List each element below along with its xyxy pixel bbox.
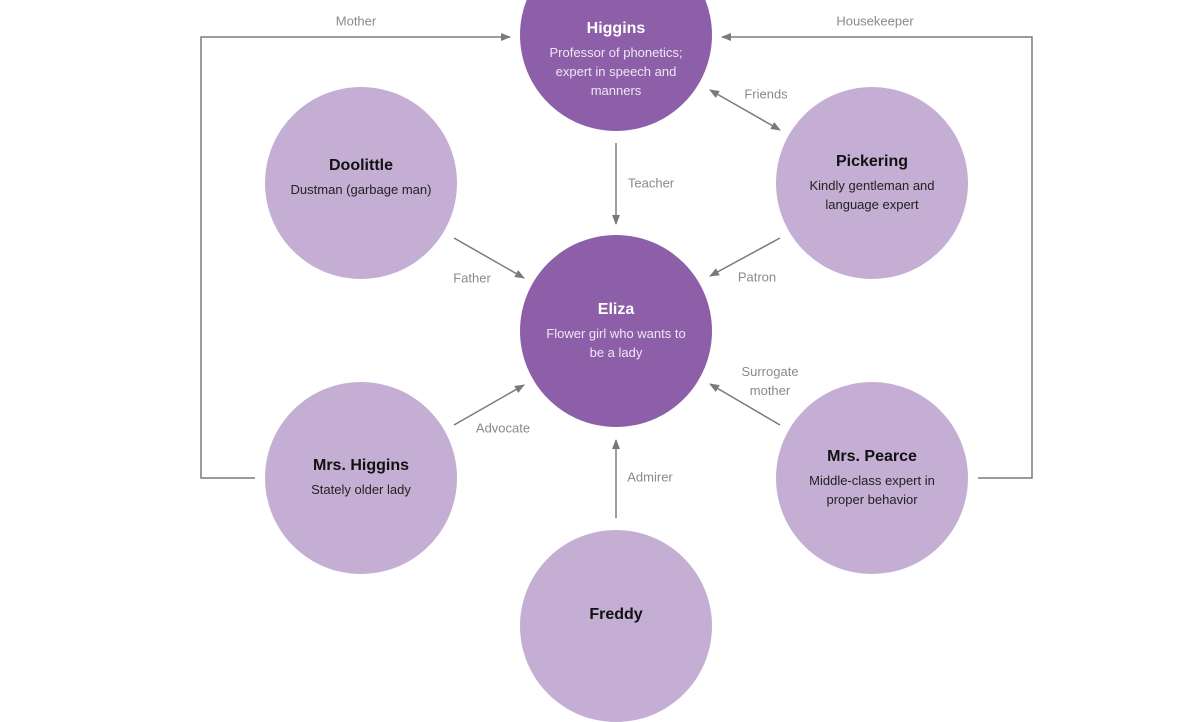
label-friends: Friends: [744, 86, 788, 102]
label-surrogate-mother: Surrogate mother: [741, 364, 799, 398]
node-desc: Stately older lady: [311, 482, 411, 497]
node-name: Higgins: [586, 20, 646, 37]
label-patron: Patron: [737, 269, 777, 285]
node-pickering: Pickering Kindly gentleman and language …: [776, 87, 968, 279]
node-desc: Middle-class expert in proper behavior: [809, 472, 935, 507]
label-housekeeper: Housekeeper: [836, 13, 914, 29]
node-desc: Kindly gentleman and language expert: [809, 177, 935, 212]
node-doolittle: Doolittle Dustman (garbage man): [265, 87, 457, 279]
arrow-father: [453, 237, 525, 279]
arrow-housekeeper: [721, 33, 1033, 479]
relationship-arrows: [200, 33, 1033, 518]
node-name: Doolittle: [329, 157, 393, 174]
arrow-mother: [200, 33, 511, 479]
arrow-surrogate-mother: [709, 383, 781, 426]
arrow-advocate: [453, 384, 525, 426]
node-mrs-higgins: Mrs. Higgins Stately older lady: [265, 382, 457, 574]
node-desc: Flower girl who wants to be a lady: [546, 325, 686, 360]
label-advocate: Advocate: [475, 420, 531, 436]
label-mother: Mother: [335, 13, 377, 29]
node-name: Eliza: [597, 300, 635, 318]
node-desc: Dustman (garbage man): [290, 182, 432, 197]
node-name: Mrs. Pearce: [827, 447, 917, 465]
node-name: Pickering: [835, 152, 909, 170]
arrow-patron: [709, 237, 781, 277]
node-mrs-pearce: Mrs. Pearce Middle-class expert in prope…: [776, 382, 968, 574]
label-father: Father: [453, 270, 491, 286]
node-desc: Professor of phonetics; expert in speech…: [549, 45, 683, 98]
node-eliza: Eliza Flower girl who wants to be a lady: [520, 235, 712, 427]
node-freddy: Freddy: [520, 530, 712, 722]
node-name: Mrs. Higgins: [312, 457, 409, 474]
label-teacher: Teacher: [627, 175, 675, 191]
label-admirer: Admirer: [627, 469, 673, 485]
node-name: Freddy: [589, 606, 643, 623]
arrow-friends: [709, 89, 781, 131]
